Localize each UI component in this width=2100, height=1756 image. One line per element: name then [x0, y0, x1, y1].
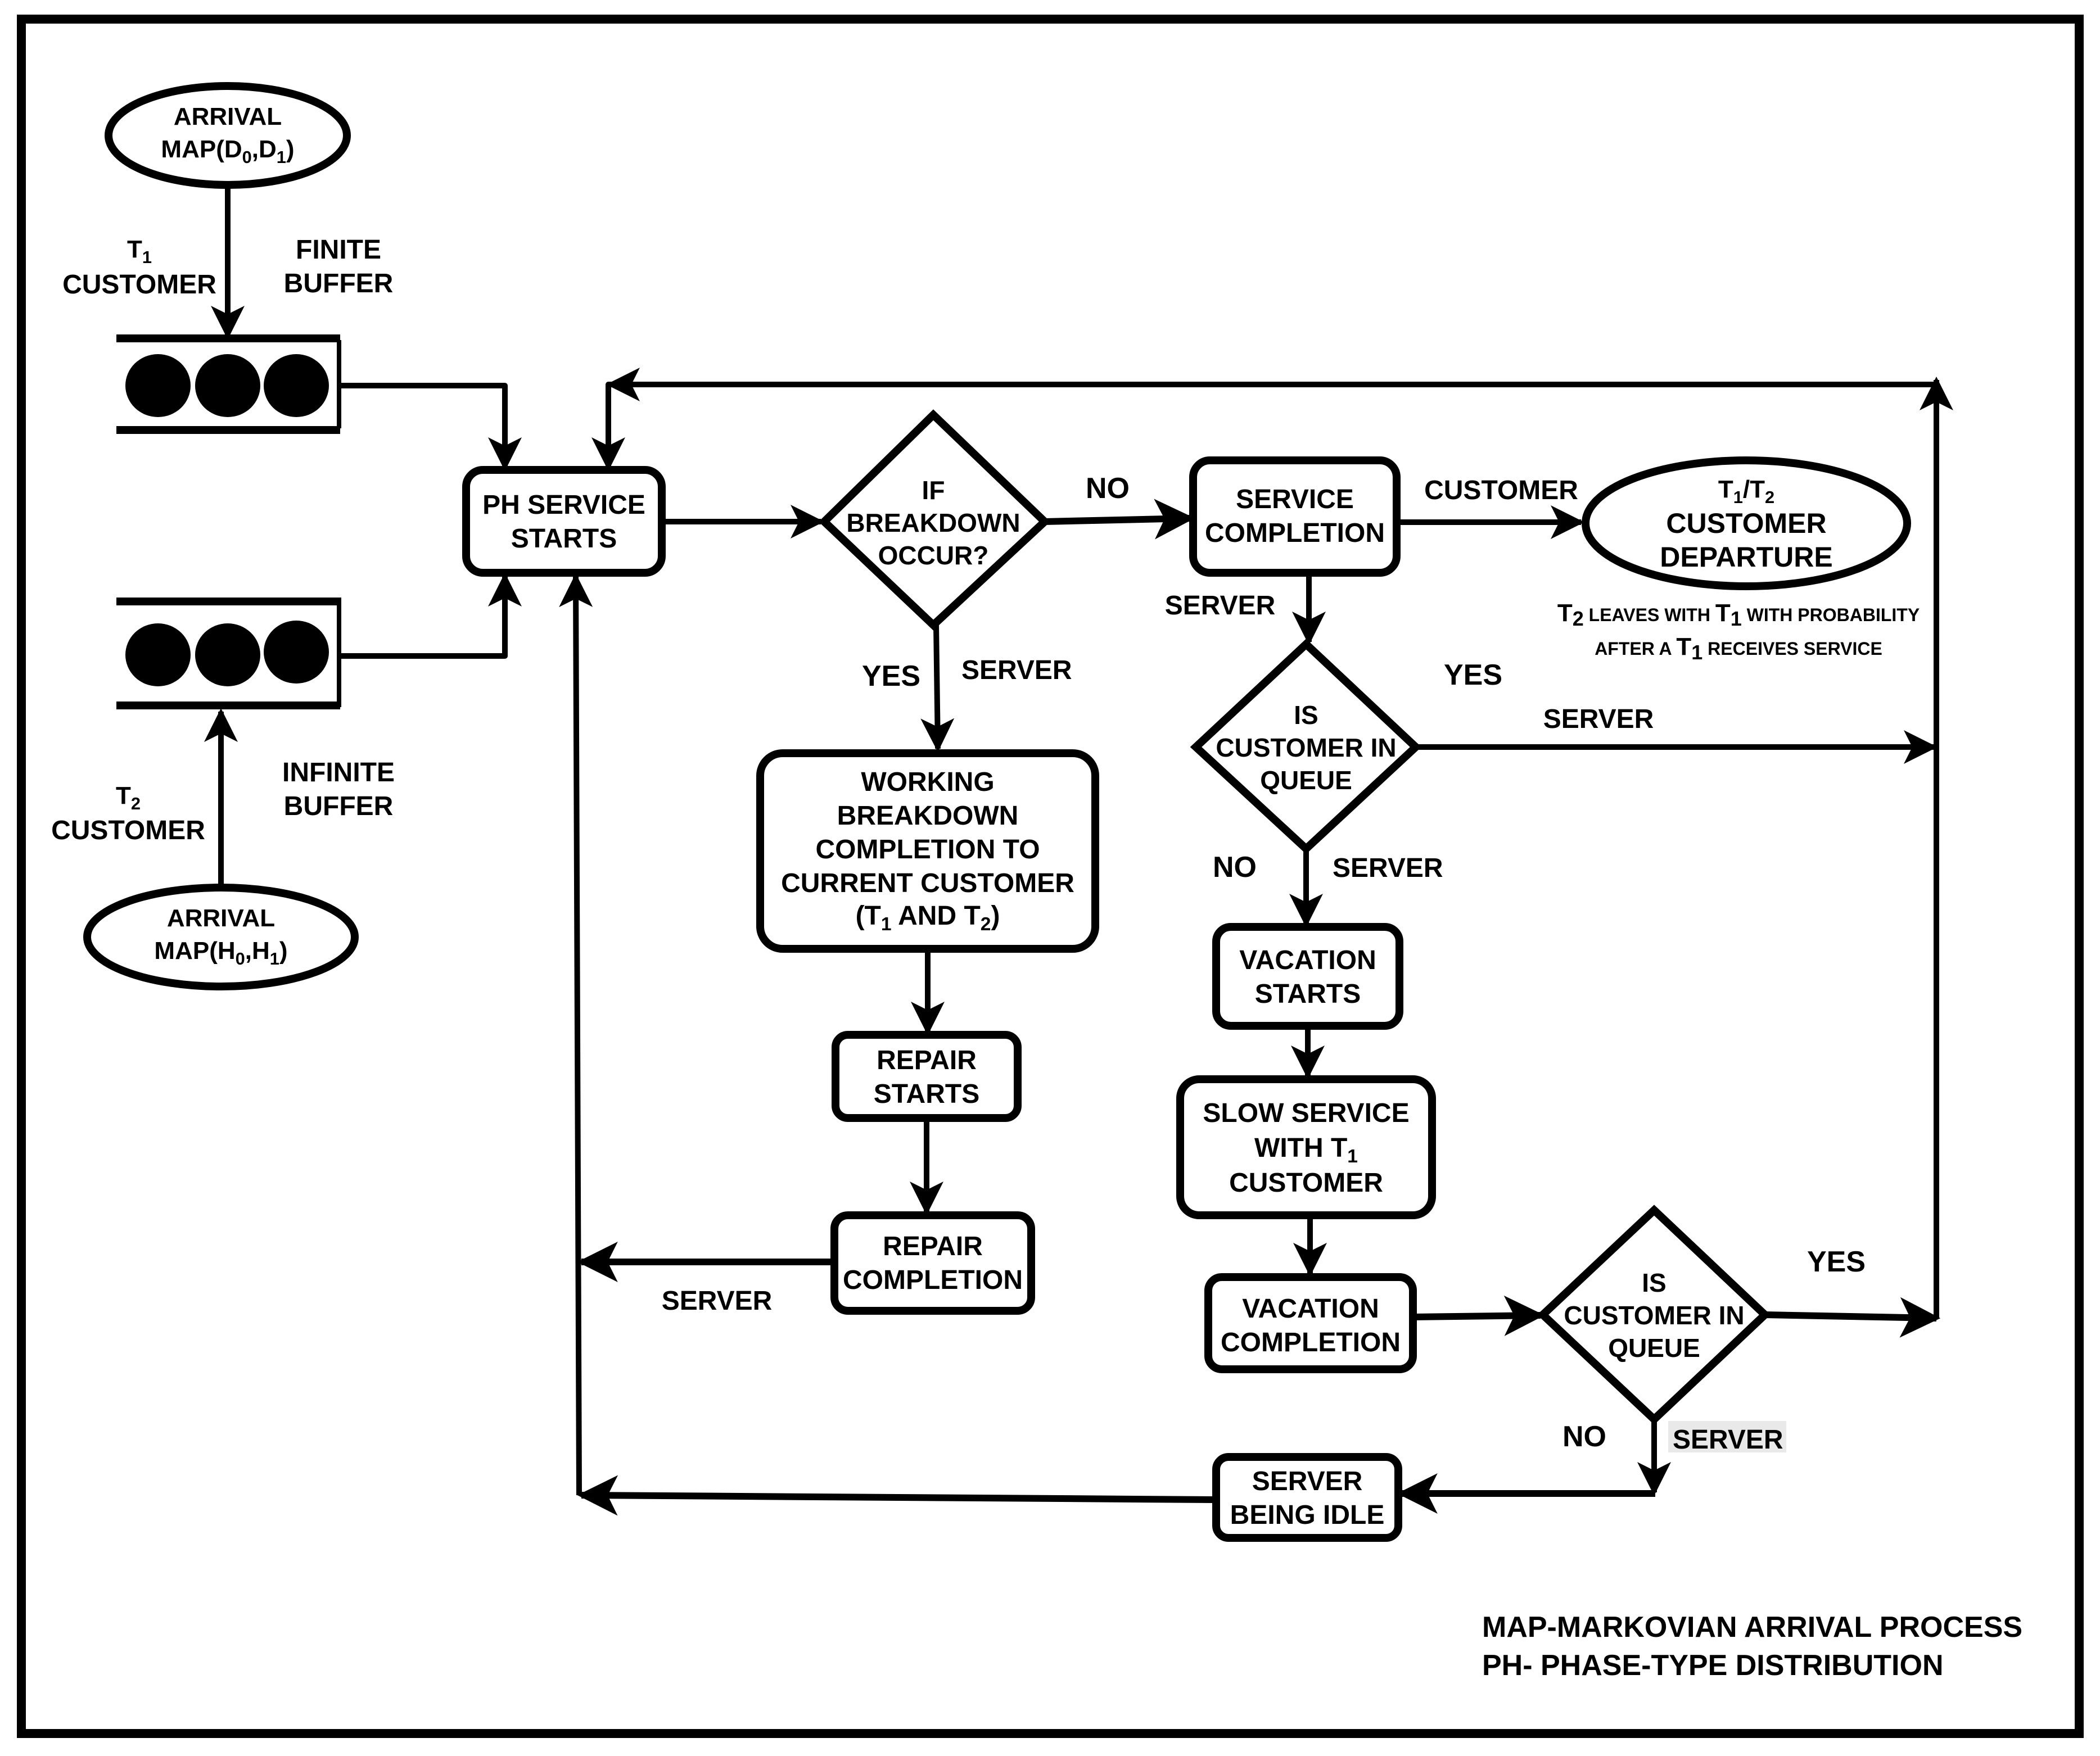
- ph-service-line2: STARTS: [511, 524, 617, 554]
- server-idle-line2: BEING IDLE: [1230, 1500, 1385, 1530]
- breakdown-line1: IF: [922, 476, 945, 505]
- arrow-breakdown-no-to-service-completion: [1044, 499, 1195, 540]
- vacation-completion-node[interactable]: VACATION COMPLETION: [1204, 1273, 1417, 1373]
- queue-decision-2-node[interactable]: IS CUSTOMER IN QUEUE: [1537, 1205, 1771, 1425]
- ph-service-line1: PH SERVICE: [482, 490, 645, 520]
- repair-completion-node[interactable]: REPAIR COMPLETION: [830, 1211, 1035, 1315]
- server-label-2: SERVER: [1165, 591, 1276, 621]
- breakdown-decision-node[interactable]: IF BREAKDOWN OCCUR?: [818, 409, 1051, 631]
- working-breakdown-line3: COMPLETION TO: [815, 835, 1040, 865]
- service-completion-node[interactable]: SERVICE COMPLETION: [1189, 456, 1401, 577]
- infinite-buffer-queue: [116, 598, 341, 709]
- no-label-2: NO: [1213, 851, 1257, 884]
- svg-text:ARRIVAL: ARRIVAL: [167, 904, 275, 932]
- no-label-3: NO: [1562, 1420, 1606, 1453]
- queue-decision-2-line2: CUSTOMER IN: [1564, 1301, 1744, 1330]
- arrival-t2-line2: MAP(H0,H1): [154, 937, 287, 968]
- yes-label-1: YES: [862, 660, 920, 693]
- t1-customer-label-sym: T1: [127, 236, 152, 267]
- arrival-t2-line1: ARRIVAL: [167, 904, 275, 932]
- vacation-starts-node[interactable]: VACATION STARTS: [1212, 923, 1403, 1030]
- arrival-t1-line2: MAP(D0,D1): [161, 135, 294, 167]
- departure-line1: T1/T2: [1718, 476, 1774, 507]
- service-completion-line1: SERVICE: [1236, 485, 1354, 514]
- vacation-completion-line1: VACATION: [1242, 1294, 1379, 1324]
- working-breakdown-line1: WORKING: [861, 767, 994, 797]
- t1-customer-label-word: CUSTOMER: [62, 270, 216, 300]
- repair-starts-line1: REPAIR: [877, 1046, 977, 1075]
- server-idle-line1: SERVER: [1252, 1467, 1363, 1496]
- departure-line2: CUSTOMER: [1666, 508, 1826, 539]
- server-label-3: SERVER: [1543, 704, 1654, 734]
- yes-label-3: YES: [1807, 1246, 1866, 1278]
- departure-line3: DEPARTURE: [1660, 541, 1832, 573]
- arrow-server-idle-to-return: [577, 1475, 1217, 1516]
- arrow-breakdown-yes-to-working: [920, 624, 955, 752]
- queue-customer-dot: [264, 621, 329, 684]
- customer-out-label: CUSTOMER: [1424, 476, 1578, 505]
- arrow-vacation-completion-to-queue-decision-2: [1412, 1295, 1545, 1336]
- yes-label-2: YES: [1444, 659, 1502, 691]
- finite-buffer-label-line1: FINITE: [296, 235, 381, 265]
- repair-starts-line2: STARTS: [874, 1079, 979, 1109]
- finite-buffer-label-line2: BUFFER: [284, 269, 394, 298]
- legend-line-ph: PH- PHASE-TYPE DISTRIBUTION: [1482, 1649, 1944, 1682]
- infinite-buffer-label-line1: INFINITE: [282, 758, 395, 788]
- breakdown-line3: OCCUR?: [878, 541, 989, 570]
- queue-customer-dot: [125, 354, 191, 417]
- vacation-completion-line2: COMPLETION: [1221, 1328, 1401, 1357]
- arrow-return-to-ph: [559, 573, 593, 1496]
- arrow-queue-2-yes-to-right-bus: [1764, 1297, 1941, 1338]
- probability-note-line2: AFTER A T1 RECEIVES SERVICE: [1595, 633, 1882, 664]
- customer-departure-node[interactable]: T1/T2 CUSTOMER DEPARTURE: [1582, 456, 1911, 590]
- server-label-5: SERVER: [1673, 1425, 1783, 1455]
- repair-completion-line1: REPAIR: [883, 1232, 983, 1261]
- queue-customer-dot: [125, 623, 191, 686]
- queue-decision-1-line1: IS: [1294, 700, 1318, 730]
- ph-service-starts-node[interactable]: PH SERVICE STARTS: [462, 466, 666, 577]
- t2-customer-label-sym: T2: [116, 782, 141, 813]
- infinite-buffer-label-line2: BUFFER: [284, 791, 394, 821]
- vacation-starts-line1: VACATION: [1239, 945, 1376, 975]
- working-breakdown-line2: BREAKDOWN: [837, 801, 1019, 831]
- queue-decision-2-line1: IS: [1642, 1268, 1666, 1297]
- repair-completion-line2: COMPLETION: [843, 1265, 1023, 1295]
- server-repair-label: SERVER: [662, 1286, 773, 1316]
- probability-note-line1: T2 LEAVES WITH T1 WITH PROBABILITY: [1557, 599, 1920, 630]
- arrow-infinite-buffer-to-ph: [341, 573, 522, 659]
- slow-service-node[interactable]: SLOW SERVICE WITH T1 CUSTOMER: [1176, 1075, 1436, 1219]
- server-label-5-highlight: [1668, 1421, 1786, 1452]
- no-label-1: NO: [1086, 472, 1130, 505]
- legend-line-map: MAP-MARKOVIAN ARRIVAL PROCESS: [1482, 1611, 2022, 1644]
- arrow-finite-buffer-to-ph: [341, 383, 522, 471]
- working-breakdown-line5: (T1 AND T2): [856, 901, 1000, 935]
- finite-buffer-queue: [116, 334, 341, 434]
- queue-customer-dot: [195, 623, 260, 686]
- queue-decision-2-line3: QUEUE: [1608, 1333, 1700, 1363]
- service-completion-line2: COMPLETION: [1205, 518, 1385, 548]
- arrival-t1-node[interactable]: ARRIVAL MAP(D0,D1): [105, 82, 351, 189]
- arrival-t1-line1: ARRIVAL: [174, 103, 282, 130]
- t2-customer-label-word: CUSTOMER: [51, 816, 205, 845]
- working-breakdown-line4: CURRENT CUSTOMER: [781, 868, 1074, 898]
- arrival-t2-node[interactable]: ARRIVAL MAP(H0,H1): [83, 884, 359, 990]
- repair-starts-node[interactable]: REPAIR STARTS: [832, 1031, 1022, 1122]
- queue-customer-dot: [264, 354, 329, 417]
- server-label-4: SERVER: [1333, 853, 1443, 883]
- working-breakdown-node[interactable]: WORKING BREAKDOWN COMPLETION TO CURRENT …: [756, 749, 1099, 953]
- server-label-1: SERVER: [961, 655, 1072, 685]
- slow-service-line2: WITH T1: [1254, 1133, 1358, 1167]
- vacation-starts-line2: STARTS: [1255, 979, 1361, 1009]
- queue-customer-dot: [195, 354, 260, 417]
- slow-service-line1: SLOW SERVICE: [1203, 1098, 1409, 1128]
- queue-decision-1-line2: CUSTOMER IN: [1216, 733, 1396, 762]
- svg-text:ARRIVAL: ARRIVAL: [174, 103, 282, 130]
- breakdown-line2: BREAKDOWN: [846, 508, 1020, 537]
- server-idle-node[interactable]: SERVER BEING IDLE: [1212, 1453, 1402, 1542]
- queue-decision-1-line3: QUEUE: [1260, 766, 1352, 795]
- slow-service-line3: CUSTOMER: [1229, 1168, 1383, 1198]
